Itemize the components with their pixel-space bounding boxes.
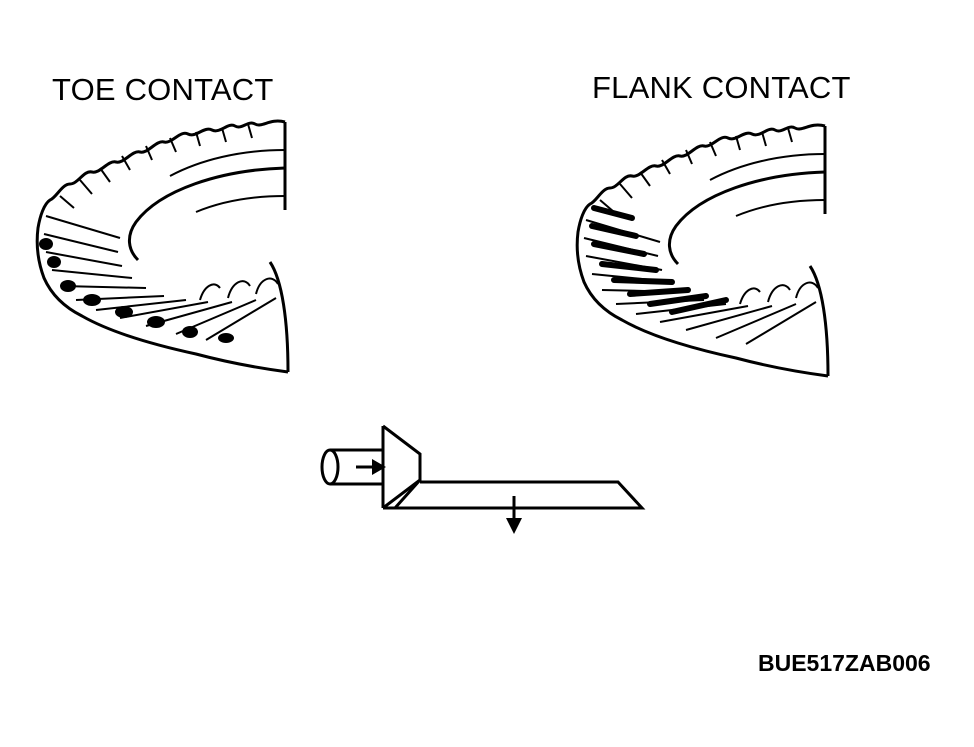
flank-contact-label: FLANK CONTACT [592,70,851,105]
toe-contact-label: TOE CONTACT [52,72,274,107]
flank-contact-gear-icon [575,123,830,378]
toe-contact-gear-icon [35,119,290,374]
figure-code: BUE517ZAB006 [758,650,931,676]
arrow-icon [356,459,522,534]
